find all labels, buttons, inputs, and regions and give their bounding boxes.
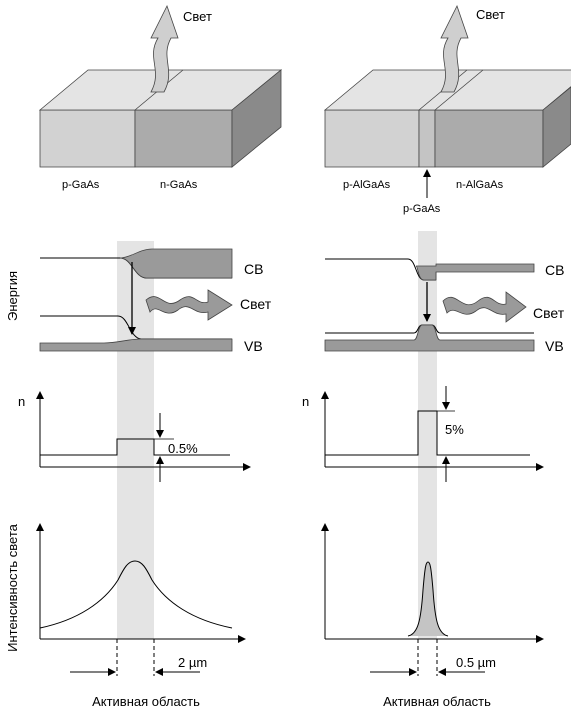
right-intensity-plot [321, 523, 544, 643]
right-cb-label: CB [545, 262, 564, 278]
left-intensity-plot [36, 523, 246, 643]
right-width-label: 0.5 µm [456, 655, 496, 670]
right-vb-label: VB [545, 338, 564, 354]
left-light-arrow [150, 4, 179, 93]
left-cb-label: CB [244, 261, 263, 277]
right-light-arrow [440, 4, 469, 93]
right-active-label: Активная область [383, 694, 491, 709]
right-p-label: p-AlGaAs [343, 179, 391, 191]
intensity-axis-label: Интенсивность света [5, 523, 20, 652]
left-light-band-label: Свет [240, 296, 272, 312]
right-light-band-label: Свет [533, 305, 565, 321]
right-band-diagram [324, 258, 535, 352]
left-width-marker [70, 639, 200, 676]
left-light-label: Свет [183, 9, 212, 24]
left-vb-label: VB [244, 338, 263, 354]
left-active-label: Активная область [92, 694, 200, 709]
left-width-label: 2 µm [178, 655, 207, 670]
energy-axis-label: Энергия [5, 271, 20, 321]
left-p-label: p-GaAs [62, 179, 100, 191]
right-n-axis-label: n [302, 394, 309, 409]
right-index-plot [321, 386, 544, 482]
left-index-plot [36, 391, 251, 482]
right-delta-n-label: 5% [445, 422, 464, 437]
right-width-marker [370, 639, 485, 676]
right-n-label: n-AlGaAs [456, 179, 504, 191]
left-n-label: n-GaAs [160, 179, 198, 191]
right-light-label: Свет [476, 7, 505, 22]
left-n-axis-label: n [18, 394, 25, 409]
left-delta-n-label: 0.5% [168, 441, 198, 456]
right-mid-label: p-GaAs [403, 203, 441, 215]
left-band-diagram [39, 248, 233, 352]
